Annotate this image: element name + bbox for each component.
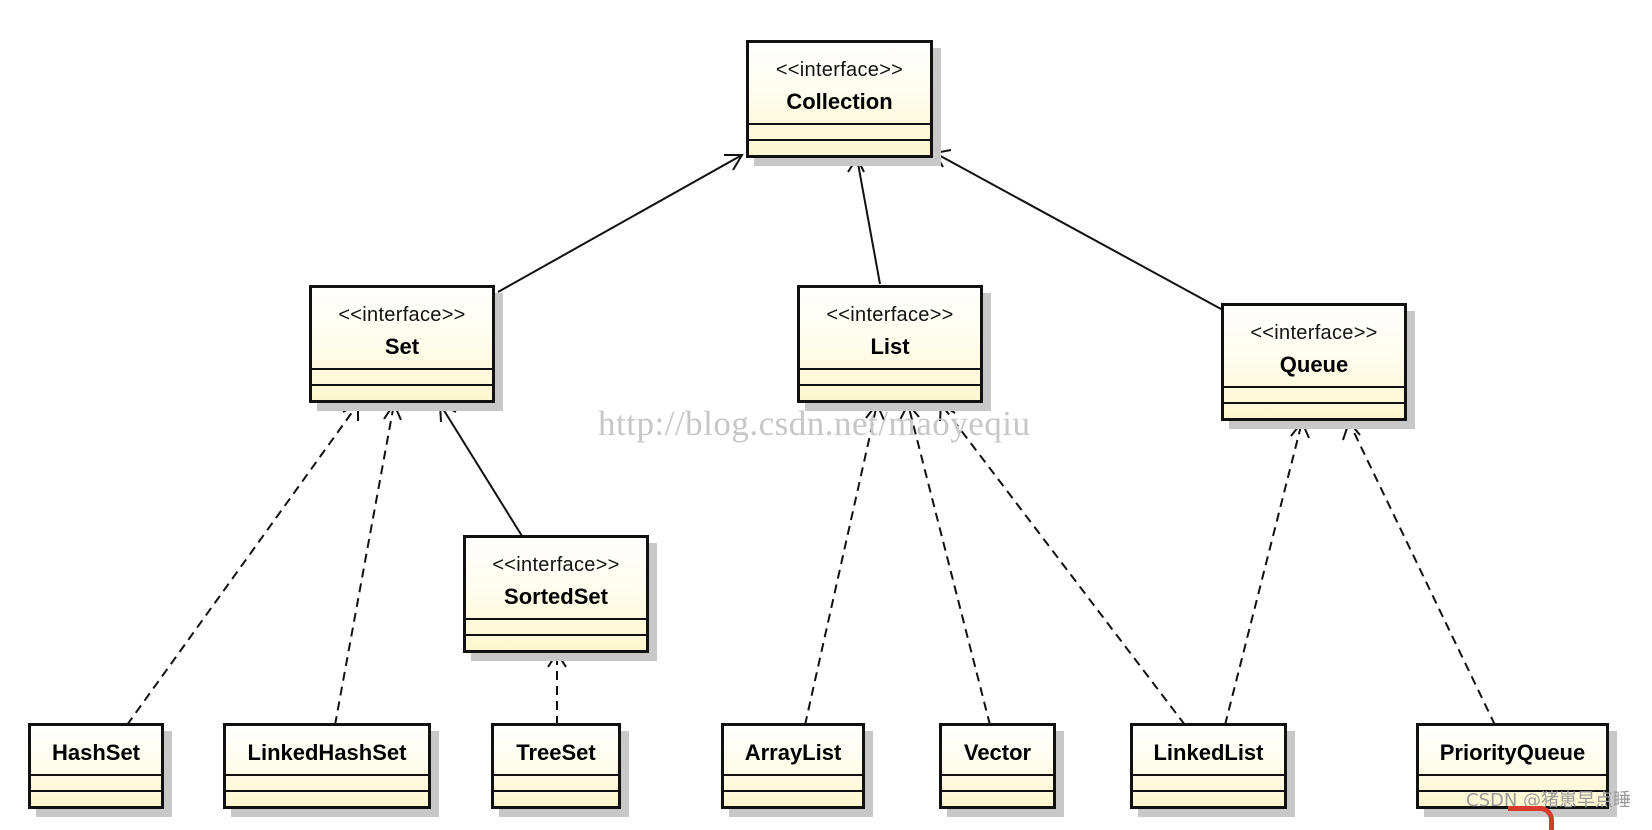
stereotype-label: <<interface>> (338, 304, 466, 326)
edge-linkedhashset-set (334, 403, 395, 726)
class-arraylist[interactable]: ArrayList (721, 723, 865, 809)
divider (312, 384, 492, 386)
divider (1133, 774, 1284, 776)
edge-priorityqueue-queue (1348, 421, 1496, 726)
arrowhead (342, 402, 359, 421)
divider (724, 774, 862, 776)
stereotype-label: <<interface>> (1250, 322, 1378, 344)
edge-set-collection (497, 154, 743, 293)
divider (1419, 790, 1606, 792)
divider (226, 774, 428, 776)
arrowhead (865, 402, 885, 421)
divider (312, 368, 492, 370)
divider (800, 368, 980, 370)
divider (226, 790, 428, 792)
edge-linkedlist-list (940, 403, 1186, 726)
divider (749, 123, 930, 125)
divider (494, 790, 618, 792)
class-linkedhashset[interactable]: LinkedHashSet (223, 723, 431, 809)
divider (31, 790, 161, 792)
class-name: HashSet (51, 740, 141, 765)
interface-name: Collection (786, 89, 893, 114)
arrowhead (438, 402, 457, 423)
arrowhead (547, 651, 567, 668)
arrowhead (1290, 420, 1310, 439)
divider (800, 384, 980, 386)
class-linkedlist[interactable]: LinkedList (1130, 723, 1287, 809)
class-name: ArrayList (744, 740, 842, 765)
edge-vector-list (907, 403, 991, 726)
interface-set[interactable]: <<interface>> Set (309, 285, 495, 403)
divider (466, 634, 646, 636)
interface-sortedset[interactable]: <<interface>> SortedSet (463, 535, 649, 653)
divider (1419, 774, 1606, 776)
class-name: LinkedList (1153, 740, 1264, 765)
interface-list[interactable]: <<interface>> List (797, 285, 983, 403)
divider (942, 790, 1053, 792)
interface-name: SortedSet (504, 584, 608, 609)
class-priorityqueue[interactable]: PriorityQueue (1416, 723, 1609, 809)
edge-hashset-set (126, 403, 359, 726)
divider (494, 774, 618, 776)
divider (724, 790, 862, 792)
interface-name: Queue (1279, 352, 1349, 377)
arrowhead (383, 401, 402, 421)
stereotype-label: <<interface>> (775, 59, 904, 81)
class-name: Vector (963, 740, 1032, 765)
interface-queue[interactable]: <<interface>> Queue (1221, 303, 1407, 421)
watermark-url: http://blog.csdn.net/maoyeqiu (598, 404, 1031, 443)
class-vector[interactable]: Vector (939, 723, 1056, 809)
class-treeset[interactable]: TreeSet (491, 723, 621, 809)
divider (749, 139, 930, 141)
divider (466, 618, 646, 620)
stereotype-label: <<interface>> (492, 554, 620, 576)
edge-list-collection (856, 157, 881, 285)
divider (942, 774, 1053, 776)
class-name: PriorityQueue (1439, 740, 1586, 765)
interface-name: List (870, 334, 910, 359)
arrowhead (724, 154, 744, 171)
arrowhead (899, 402, 920, 421)
arrowhead (1342, 419, 1361, 441)
arrowhead (939, 402, 956, 422)
arrowhead (933, 149, 952, 168)
class-hashset[interactable]: HashSet (28, 723, 164, 809)
stereotype-label: <<interface>> (826, 304, 954, 326)
divider (1133, 790, 1284, 792)
divider (31, 774, 161, 776)
interface-name: Set (384, 334, 420, 359)
divider (1224, 402, 1404, 404)
edge-linkedlist-queue (1224, 421, 1303, 726)
edge-arraylist-list (804, 403, 878, 726)
corner-mark-icon (1508, 806, 1554, 830)
class-name: TreeSet (516, 740, 596, 765)
divider (1224, 386, 1404, 388)
edge-sortedset-set (439, 403, 523, 537)
interface-collection[interactable]: <<interface>> Collection (746, 40, 933, 158)
credit-label: CSDN @猪崽早点睡 (1466, 790, 1632, 811)
class-name: LinkedHashSet (247, 740, 407, 765)
arrowhead (847, 155, 865, 173)
edge-queue-collection (934, 152, 1222, 310)
